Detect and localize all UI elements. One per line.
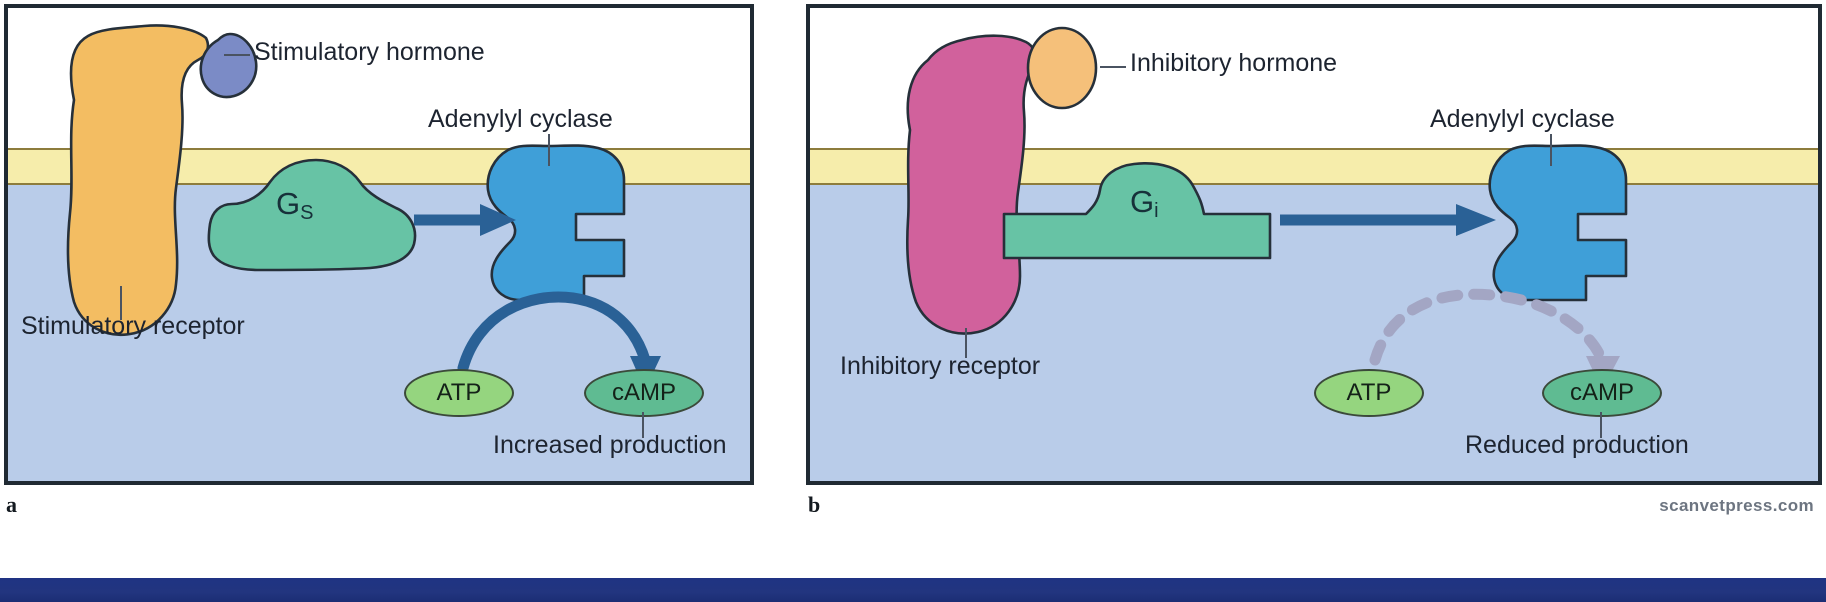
extracellular-space-b — [810, 8, 1818, 148]
receptor-leader-b — [965, 328, 967, 358]
adenylyl-cyclase-leader-b — [1550, 134, 1552, 166]
extracellular-space-a — [8, 8, 750, 148]
panel-b: Gi Inhibitory hormone Adenylyl cyclase I… — [806, 4, 1822, 485]
stimulatory-receptor-label: Stimulatory receptor — [21, 312, 245, 340]
atp-molecule-a: ATP — [404, 369, 514, 417]
panel-label-b: b — [808, 492, 821, 517]
plasma-membrane-b — [810, 148, 1818, 185]
panel-label-a: a — [6, 492, 17, 517]
inhibitory-hormone-label: Inhibitory hormone — [1130, 49, 1338, 77]
atp-molecule-b: ATP — [1314, 369, 1424, 417]
watermark: scanvetpress.com — [1659, 496, 1814, 515]
adenylyl-cyclase-leader-a — [548, 134, 550, 166]
adenylyl-cyclase-label-b: Adenylyl cyclase — [1430, 105, 1615, 133]
inhibitory-receptor-label: Inhibitory receptor — [840, 352, 1041, 380]
hormone-leader-a — [224, 54, 250, 56]
panel-a: GS Stimulatory hormone Adenylyl cyclase … — [4, 4, 754, 485]
g-protein-label-a: GS — [276, 186, 314, 224]
camp-molecule-b: cAMP — [1542, 369, 1662, 417]
hormone-leader-b — [1100, 66, 1126, 68]
plasma-membrane-a — [8, 148, 750, 185]
adenylyl-cyclase-label-a: Adenylyl cyclase — [428, 105, 613, 133]
bottom-bar — [0, 578, 1826, 602]
reduced-production-label: Reduced production — [1465, 431, 1689, 459]
outcome-leader-b — [1600, 412, 1602, 438]
camp-molecule-a: cAMP — [584, 369, 704, 417]
g-protein-label-b: Gi — [1130, 184, 1159, 222]
stimulatory-hormone-label: Stimulatory hormone — [254, 38, 485, 66]
outcome-leader-a — [642, 412, 644, 438]
receptor-leader-a — [120, 286, 122, 320]
increased-production-label: Increased production — [493, 431, 727, 459]
